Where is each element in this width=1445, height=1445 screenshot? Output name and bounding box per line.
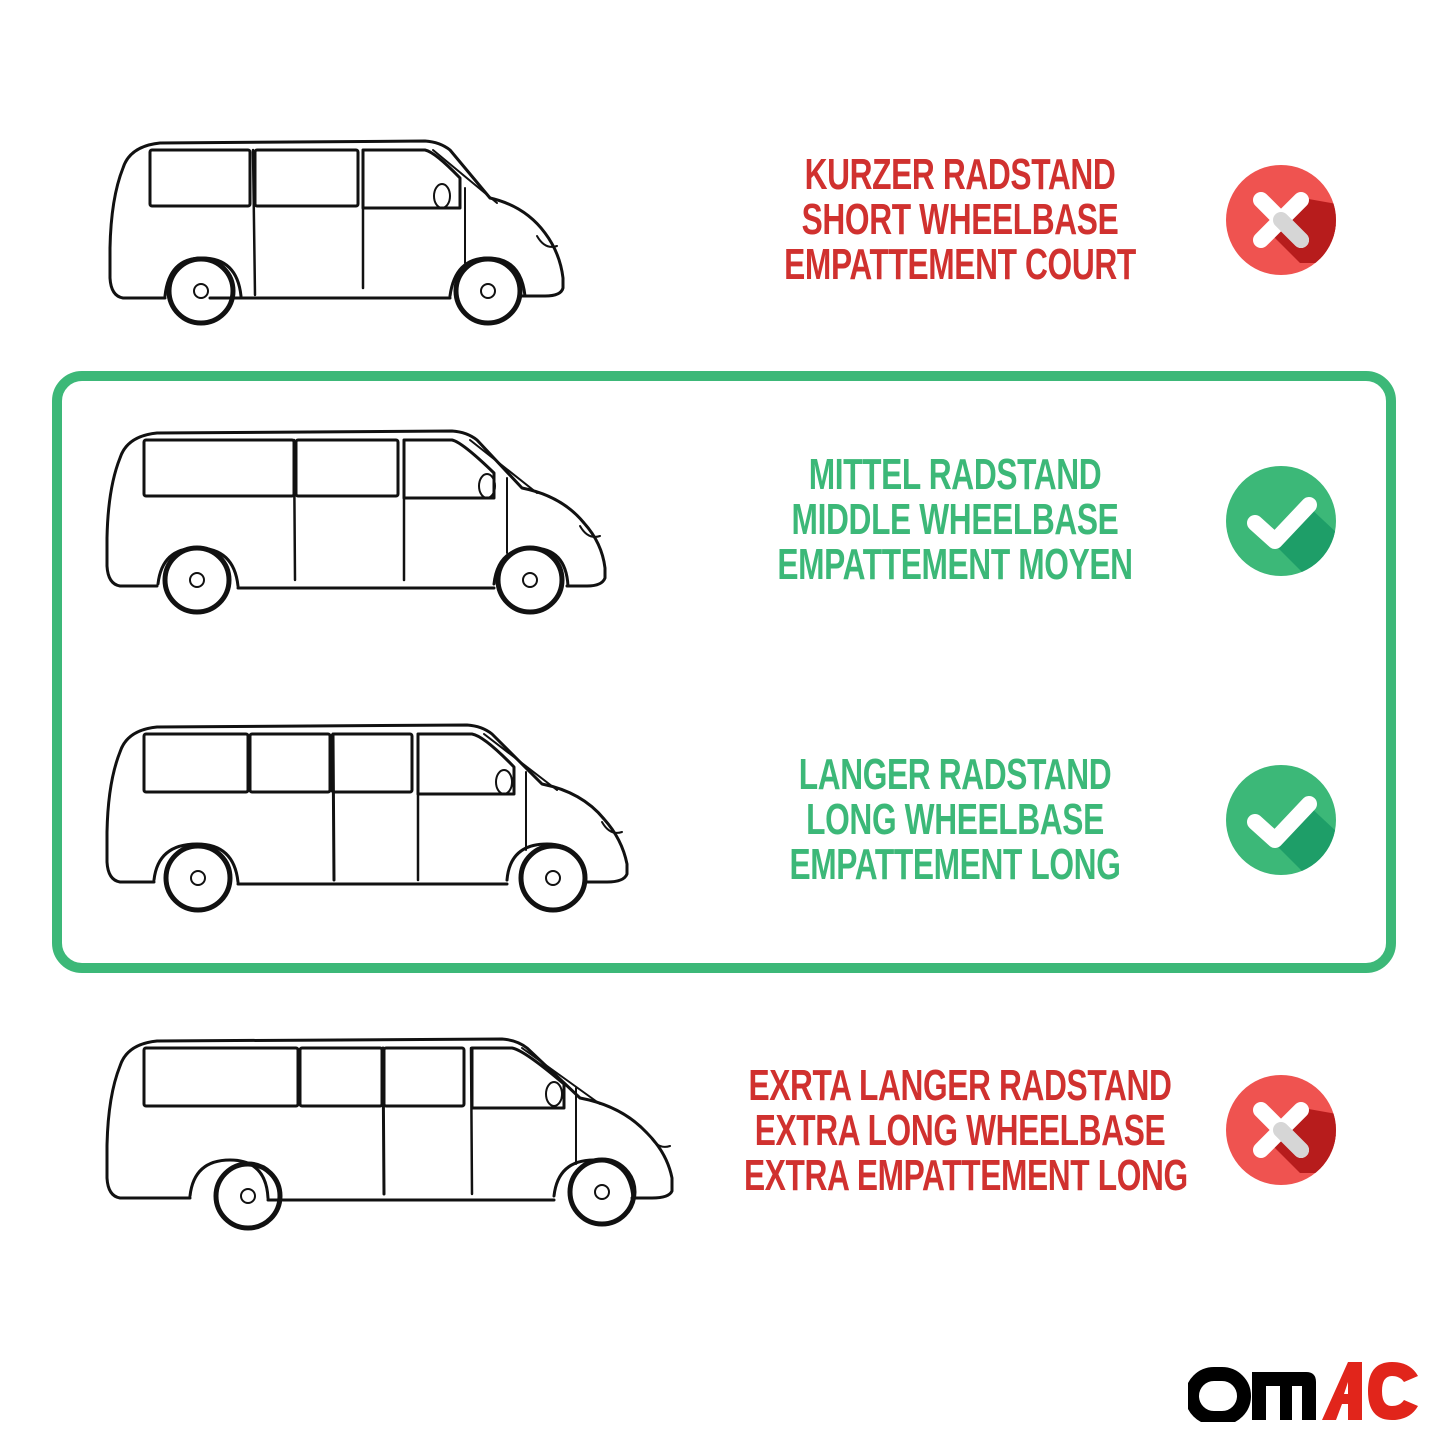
label-de: EXRTA LANGER RADSTAND <box>748 1061 1172 1110</box>
cross-icon <box>1225 1074 1337 1186</box>
row-label-extra-long: EXRTA LANGER RADSTAND EXTRA LONG WHEELBA… <box>744 1061 1188 1200</box>
van-long-wheelbase <box>102 722 637 917</box>
label-en: SHORT WHEELBASE <box>801 195 1119 244</box>
check-icon <box>1225 764 1337 876</box>
label-en: MIDDLE WHEELBASE <box>791 495 1119 544</box>
row-label-short: KURZER RADSTAND SHORT WHEELBASE EMPATTEM… <box>766 152 1155 287</box>
van-extra-long-wheelbase <box>102 1036 687 1231</box>
label-de: LANGER RADSTAND <box>798 750 1112 799</box>
row-label-middle: MITTEL RADSTAND MIDDLE WHEELBASE EMPATTE… <box>761 452 1150 587</box>
label-fr: EMPATTEMENT MOYEN <box>777 540 1133 589</box>
label-fr: EMPATTEMENT COURT <box>784 240 1136 289</box>
label-de: KURZER RADSTAND <box>804 150 1116 199</box>
cross-icon <box>1225 164 1337 276</box>
row-label-long: LANGER RADSTAND LONG WHEELBASE EMPATTEME… <box>761 752 1150 887</box>
label-en: LONG WHEELBASE <box>806 795 1104 844</box>
omac-logo <box>1185 1360 1420 1425</box>
compatible-highlight-frame <box>52 371 1396 973</box>
label-fr: EXTRA EMPATTEMENT LONG <box>744 1151 1188 1200</box>
check-icon <box>1225 465 1337 577</box>
label-de: MITTEL RADSTAND <box>808 450 1102 499</box>
label-en: EXTRA LONG WHEELBASE <box>754 1106 1166 1155</box>
van-short-wheelbase <box>105 138 570 333</box>
label-fr: EMPATTEMENT LONG <box>789 840 1121 889</box>
van-middle-wheelbase <box>102 428 612 620</box>
